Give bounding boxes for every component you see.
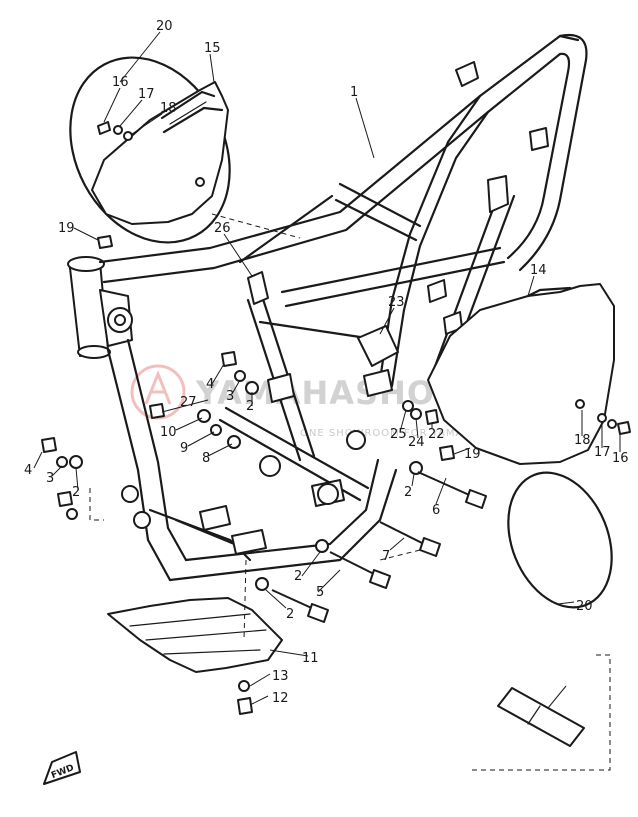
watermark-subtext: ONE SHOWROOM FOR YAMAHA	[300, 428, 480, 439]
number-plate-right	[507, 471, 613, 609]
hardware	[41, 121, 631, 715]
callout-2-right: 2	[404, 485, 412, 500]
leader-lines	[33, 31, 621, 709]
callout-4-left: 4	[24, 463, 32, 478]
callout-20-bottom: 20	[576, 599, 593, 614]
callout-16-left: 16	[112, 75, 129, 90]
fwd-direction-tag: FWD	[43, 751, 81, 785]
callout-18-left: 18	[160, 101, 177, 116]
callout-23: 24	[408, 435, 425, 450]
side-cover-left	[91, 81, 229, 225]
callout-5-upper: 5	[316, 585, 324, 600]
callout-3-center: 3	[226, 389, 234, 404]
side-cover-right	[427, 283, 615, 465]
callout-2-left: 2	[72, 485, 80, 500]
callout-19-left: 19	[58, 221, 75, 236]
callout-24: 25	[390, 427, 407, 442]
damper-21	[357, 325, 399, 367]
skid-plate-11	[107, 597, 283, 673]
callout-2-center: 2	[246, 399, 254, 414]
callout-16-right: 16	[612, 451, 629, 466]
callout-4-center: 4	[206, 377, 214, 392]
callout-7: 7	[382, 549, 390, 564]
callout-9: 9	[180, 441, 188, 456]
callout-15: 15	[204, 41, 221, 56]
callout-18-right: 18	[574, 433, 591, 448]
callout-2-bottom-a: 2	[294, 569, 302, 584]
callout-17-left: 17	[138, 87, 155, 102]
main-frame	[67, 33, 588, 582]
callout-17-right: 17	[594, 445, 611, 460]
callout-3-left: 3	[46, 471, 54, 486]
callout-14: 14	[530, 263, 547, 278]
seat-clamp-25	[247, 271, 269, 305]
callout-6: 6	[432, 503, 440, 518]
callout-26: 27	[180, 395, 197, 410]
callout-22: 22	[428, 427, 445, 442]
callout-21: 23	[388, 295, 405, 310]
decal-kit-27	[472, 654, 611, 771]
callout-25: 26	[214, 221, 231, 236]
callout-19-right: 19	[464, 447, 481, 462]
callout-12: 12	[272, 691, 289, 706]
callout-11: 11	[302, 651, 319, 666]
callout-2-bottom-b: 2	[286, 607, 294, 622]
callout-10: 10	[160, 425, 177, 440]
callout-labels: 20 15 16 17 18 1 19 26 14 23 4 3 2 27 10…	[24, 19, 629, 706]
callout-13: 13	[272, 669, 289, 684]
callout-20-top: 20	[156, 19, 173, 34]
callout-1: 1	[350, 85, 358, 100]
callout-8: 8	[202, 451, 210, 466]
